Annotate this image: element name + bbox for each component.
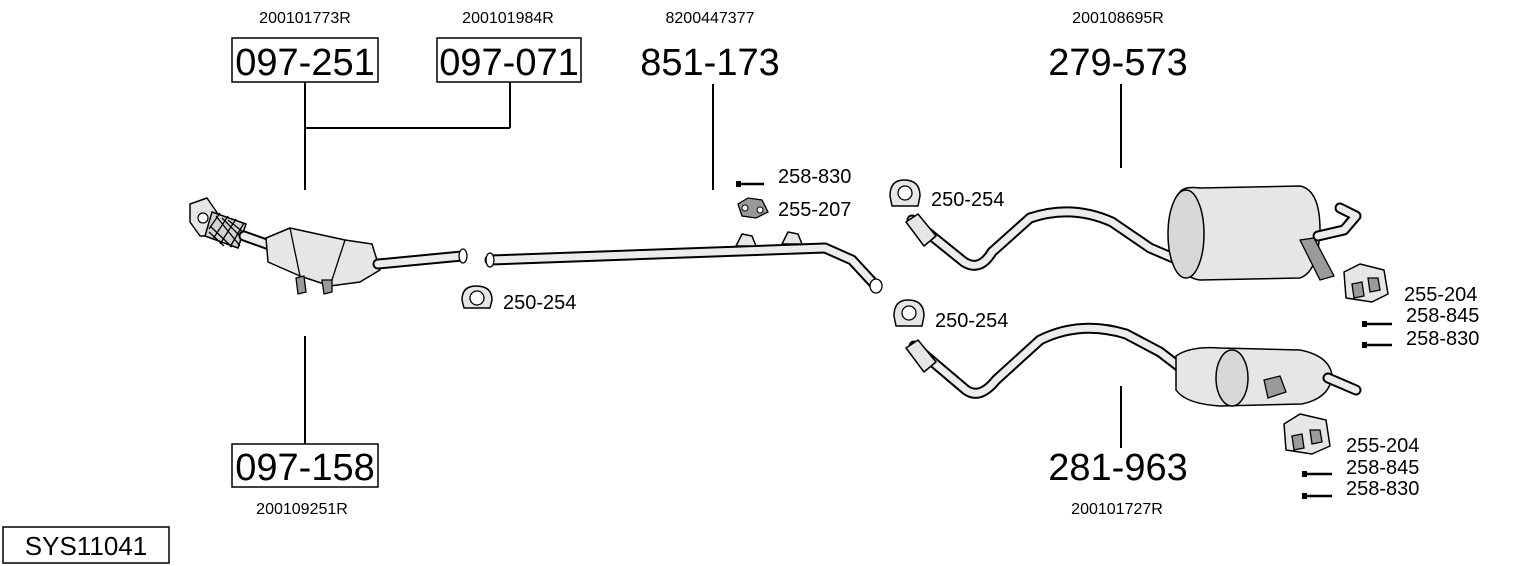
bolt-part-number: 258-845 bbox=[1346, 457, 1419, 479]
bolt-part-number: 258-845 bbox=[1406, 305, 1479, 327]
part-label-851-173: 8200447377 851-173 bbox=[640, 10, 779, 84]
bolt-part-number: 258-830 bbox=[1406, 328, 1479, 350]
converter-bracket bbox=[295, 275, 307, 295]
part-number: 097-251 bbox=[235, 42, 374, 84]
oem-number: 200101727R bbox=[1071, 501, 1163, 518]
part-number-box bbox=[231, 37, 379, 83]
clamp-250-254-lower-right: 250-254 bbox=[893, 299, 1008, 332]
silencer-bracket bbox=[1299, 237, 1335, 281]
hanger-group-lower: 255-204 258-845 258-830 bbox=[1283, 413, 1419, 500]
part-number: 097-158 bbox=[235, 447, 374, 489]
part-label-097-158: 097-158 200109251R bbox=[231, 443, 379, 518]
clamp-250-254-left: 250-254 bbox=[461, 285, 576, 314]
silencer-279-573-drawing bbox=[905, 185, 1362, 281]
part-label-281-963: 281-963 200101727R bbox=[1048, 447, 1187, 518]
clamp-part-number: 250-254 bbox=[935, 310, 1008, 332]
silencer-body bbox=[1175, 346, 1333, 407]
bolt-258-830-middle: 258-830 bbox=[736, 166, 851, 188]
pipe-end-sleeve bbox=[905, 213, 937, 247]
hanger-group-upper: 255-204 258-845 258-830 bbox=[1343, 263, 1479, 350]
clamp-part-number: 250-254 bbox=[931, 189, 1004, 211]
silencer-281-963-drawing bbox=[905, 322, 1362, 407]
part-label-097-071: 200101984R 097-071 bbox=[436, 10, 582, 84]
system-code-text: SYS11041 bbox=[25, 531, 147, 561]
hanger-bracket-icon bbox=[1343, 263, 1389, 303]
oem-number: 200101984R bbox=[462, 10, 554, 27]
hanger-part-number: 255-204 bbox=[1404, 284, 1477, 306]
clamp-part-number: 250-254 bbox=[503, 292, 576, 314]
clamp-250-254-upper-right: 250-254 bbox=[889, 179, 1004, 211]
part-label-279-573: 200108695R 279-573 bbox=[1048, 10, 1187, 84]
middle-pipe-drawing bbox=[484, 231, 883, 294]
part-number-box bbox=[436, 37, 582, 83]
silencer-bracket bbox=[1263, 375, 1287, 399]
part-number: 097-071 bbox=[439, 42, 578, 84]
mount-part-number: 255-207 bbox=[778, 199, 851, 221]
part-number: 851-173 bbox=[640, 42, 779, 84]
bolt-part-number: 258-830 bbox=[1346, 478, 1419, 500]
oem-number: 8200447377 bbox=[666, 10, 755, 27]
part-number: 279-573 bbox=[1048, 42, 1187, 84]
hanger-bracket-icon bbox=[1283, 413, 1331, 455]
hanger-part-number: 255-204 bbox=[1346, 435, 1419, 457]
oem-number: 200108695R bbox=[1072, 10, 1164, 27]
pipe-hanger-bracket bbox=[735, 233, 757, 247]
catalytic-converter-drawing bbox=[189, 197, 468, 295]
leader-lines bbox=[304, 82, 1122, 448]
system-code: SYS11041 bbox=[2, 526, 170, 564]
converter-body bbox=[265, 227, 381, 287]
bolt-part-number: 258-830 bbox=[778, 166, 851, 188]
pipe-hanger-bracket bbox=[781, 231, 803, 245]
oem-number: 200101773R bbox=[259, 10, 351, 27]
mount-255-207: 255-207 bbox=[737, 197, 851, 221]
part-label-097-251: 200101773R 097-251 bbox=[231, 10, 379, 84]
pipe-end-sleeve bbox=[905, 339, 937, 373]
part-number: 281-963 bbox=[1048, 447, 1187, 489]
oem-number: 200109251R bbox=[256, 501, 348, 518]
system-code-box bbox=[2, 526, 170, 564]
